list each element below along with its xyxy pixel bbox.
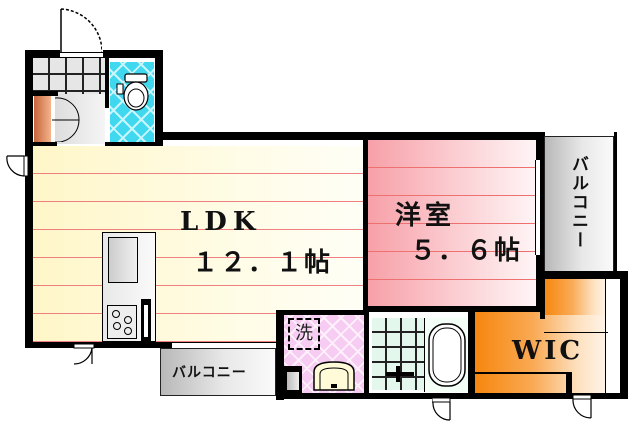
ldk-room-name: LDK <box>180 207 262 237</box>
wic-shelf-line <box>544 332 608 333</box>
wall-entrance-bottom <box>25 142 57 146</box>
wall-entrance-left <box>25 50 33 150</box>
door-swing-icon <box>572 394 592 419</box>
bathtub-icon <box>428 323 466 387</box>
wall-wic-right <box>620 271 628 399</box>
door-swing-icon <box>6 155 29 177</box>
kitchen-counter <box>102 232 156 342</box>
wall-wic-inner <box>540 279 545 319</box>
bathtub <box>424 318 469 392</box>
wash-basin-icon <box>313 361 355 391</box>
entrance-door-swing <box>60 8 103 53</box>
entrance-hall <box>55 94 105 144</box>
shoe-box-door-swing <box>51 96 81 143</box>
wic-door[interactable] <box>572 394 594 420</box>
wall-toilet-bottom <box>105 142 163 146</box>
wall-washroom-top <box>276 310 366 315</box>
wic-upper <box>544 279 606 315</box>
ldk-side-door[interactable] <box>72 343 98 366</box>
room-wic <box>475 312 605 394</box>
wic-shelf-line-v <box>605 279 606 394</box>
wic-lower-shelf <box>475 372 571 374</box>
wall-toilet-divider <box>105 58 109 108</box>
balcony-bottom <box>160 348 276 396</box>
room-ldk <box>33 146 363 342</box>
wall-toilet-top <box>103 50 163 58</box>
toilet-fixture <box>116 72 152 112</box>
ldk-room-size: １２．１帖 <box>192 248 333 278</box>
balcony-right <box>544 136 614 272</box>
wall-ldk-western-divider <box>363 140 368 312</box>
kitchen-sink <box>108 237 138 283</box>
door-swing-icon <box>60 8 103 53</box>
balcony-bottom-label: バルコニー <box>172 365 247 381</box>
wall-balcony-right-bottom <box>536 271 626 279</box>
balcony-right-window[interactable] <box>535 160 541 255</box>
wall-wic-bottom <box>470 393 628 399</box>
room-western <box>368 140 536 310</box>
wall-ldk-left <box>25 146 33 346</box>
wall-bath-left <box>364 312 369 397</box>
wall-ldk-bottom <box>25 342 275 348</box>
washing-machine-space: 洗 <box>288 318 320 350</box>
entrance-tile-floor <box>33 58 105 94</box>
ldk-floor-lines <box>33 146 363 342</box>
door-swing-icon <box>431 397 451 421</box>
wall-balcony-right-outer <box>614 132 617 277</box>
wall-toilet-right <box>155 50 163 150</box>
entrance-doorway[interactable] <box>60 52 103 58</box>
wall-washroom-left <box>276 310 284 400</box>
balcony-right-label: バルコニー <box>568 155 588 250</box>
wic-partition <box>566 372 572 394</box>
bath-shower <box>380 366 420 384</box>
door-swing-icon <box>73 343 95 365</box>
fridge-space <box>141 299 151 341</box>
wall-entrance-top <box>25 50 60 58</box>
wall-washroom-bottom <box>276 393 476 399</box>
bath-door[interactable] <box>431 397 452 422</box>
wall-bath-right <box>468 312 475 397</box>
kitchen-stove <box>107 305 137 339</box>
side-door-swing[interactable] <box>6 152 29 182</box>
wash-basin <box>310 360 358 392</box>
wall-western-bottom <box>364 306 540 312</box>
wall-main-top <box>155 132 545 140</box>
western-floor-lines <box>368 140 536 310</box>
toilet-icon <box>116 73 149 111</box>
western-room-name: 洋室 <box>395 201 456 231</box>
stove-burner-icon <box>112 310 132 335</box>
western-room-size: ５．６帖 <box>410 236 523 266</box>
shoe-box <box>34 96 51 142</box>
washroom-storage <box>284 366 302 396</box>
shoe-box-top-wall <box>33 91 58 96</box>
wic-label: WIC <box>512 336 584 366</box>
door-swing-icon <box>52 97 80 143</box>
shower-icon <box>386 366 414 382</box>
